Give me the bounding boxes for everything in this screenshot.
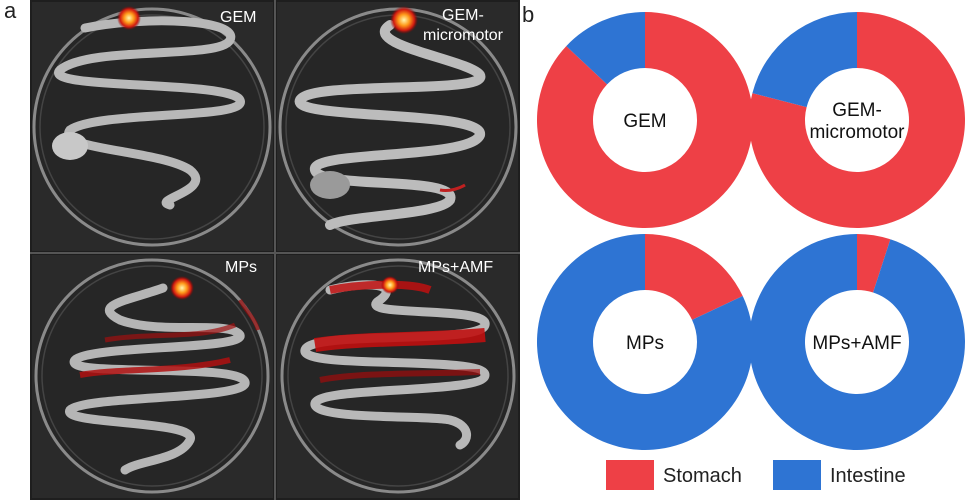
caption-line: GEM: [220, 9, 256, 26]
donut-slice-intestine: [537, 234, 753, 450]
donut-slice-intestine: [566, 12, 645, 85]
donut-center-label: MPs+AMF: [812, 333, 901, 354]
legend: Stomach Intestine: [606, 460, 906, 490]
legend-label-intestine: Intestine: [830, 465, 906, 487]
legend-label-stomach: Stomach: [663, 465, 742, 487]
image-gem-micromotor: GEM- micromotor: [277, 2, 518, 251]
caption-line: MPs+AMF: [418, 259, 493, 276]
donut-center-label: GEM: [623, 111, 666, 132]
donut-slice-stomach: [645, 234, 743, 320]
image-caption: GEM: [220, 9, 256, 26]
image-caption: GEM- micromotor: [423, 7, 504, 44]
image-caption: MPs+AMF: [418, 259, 493, 276]
panel-label-b: b: [522, 2, 535, 27]
image-gem: GEM: [32, 2, 273, 251]
donut-center-label-line: MPs: [626, 333, 664, 354]
caption-line: MPs: [225, 259, 257, 276]
donut-center-label-line: GEM-: [832, 100, 882, 121]
caption-line: micromotor: [423, 27, 504, 44]
image-caption: MPs: [225, 259, 257, 276]
donut-center-label-line: GEM: [623, 111, 666, 132]
donut-slice-intestine: [752, 11, 857, 108]
donut-slice-stomach: [537, 12, 753, 228]
donut-center-label-line: micromotor: [809, 122, 905, 143]
donut-center-label-line: MPs+AMF: [812, 333, 901, 354]
legend-swatch-intestine: [773, 460, 821, 490]
donut-slice-stomach: [857, 234, 891, 293]
donut-slice-intestine: [749, 234, 966, 450]
donut-chart: GEM: [537, 12, 753, 228]
donut-chart: MPs: [537, 234, 753, 450]
image-mps-amf: MPs+AMF: [277, 255, 518, 498]
image-mps: MPs: [32, 255, 273, 498]
panel-label-a: a: [4, 0, 17, 23]
caption-line: GEM-: [442, 7, 484, 24]
donut-center-label: MPs: [626, 333, 664, 354]
donut-chart: GEM-micromotor: [749, 11, 965, 228]
donut-chart: MPs+AMF: [749, 234, 966, 450]
donut-slice-stomach: [749, 12, 965, 228]
donut-center-label: GEM-micromotor: [809, 100, 905, 143]
imaging-panel: GEM GEM- micromotor MPs: [30, 0, 520, 500]
legend-swatch-stomach: [606, 460, 654, 490]
